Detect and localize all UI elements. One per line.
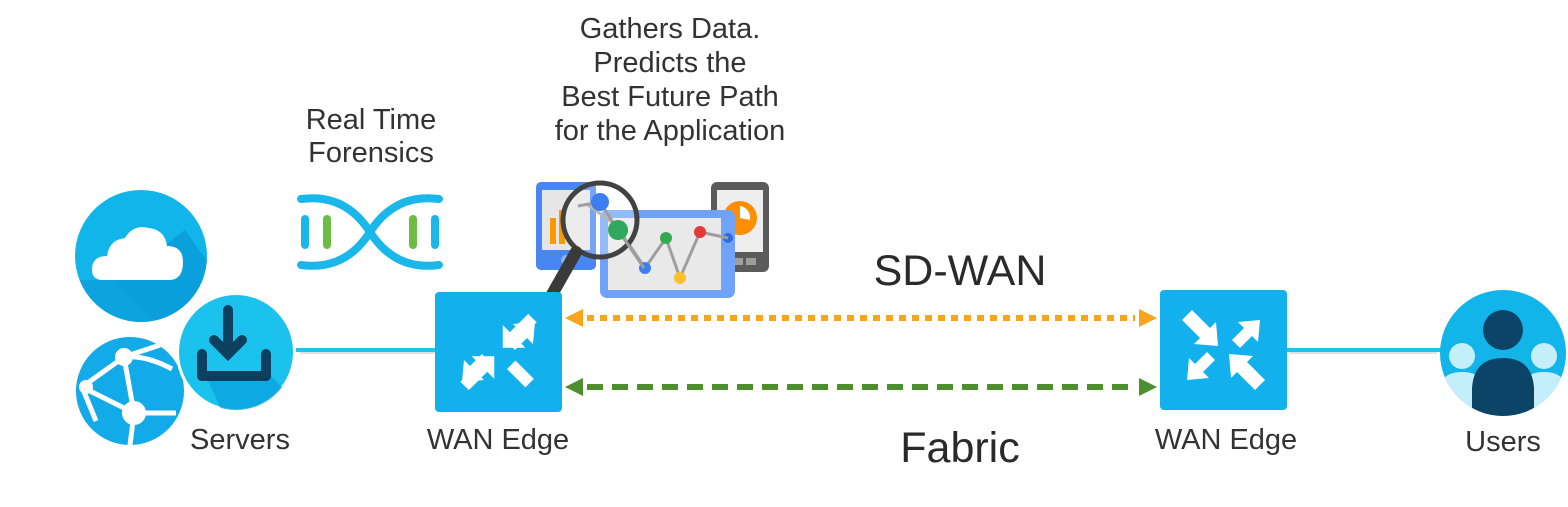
sdwan-label: SD-WAN: [873, 247, 1047, 295]
fabric-link[interactable]: [565, 375, 1157, 399]
fabric-arrow-left: [565, 378, 583, 396]
link-wan-edge-users: [1287, 348, 1442, 354]
analytics-line-1: Gathers Data.: [579, 13, 761, 45]
servers-label: Servers: [190, 424, 290, 456]
fabric-arrow-right: [1139, 378, 1157, 396]
link-servers-wan-edge: [296, 348, 438, 354]
forensics-label: Real Time Forensics: [276, 104, 466, 170]
forensics-line-1: Real Time: [305, 104, 437, 136]
analytics-dashboard-icon: [536, 180, 769, 304]
analytics-description: Gathers Data. Predicts the Best Future P…: [520, 12, 820, 148]
users-label: Users: [1465, 426, 1541, 458]
analytics-line-4: for the Application: [554, 115, 786, 147]
users-icon: [1440, 290, 1566, 416]
analytics-line-2: Predicts the: [593, 47, 747, 79]
sdwan-arrow-right: [1139, 309, 1157, 327]
analytics-line-3: Best Future Path: [561, 81, 779, 113]
wan-edge-right-label: WAN Edge: [1154, 424, 1298, 456]
wan-edge-router-icon-left[interactable]: [435, 292, 562, 412]
fabric-label: Fabric: [900, 424, 1020, 472]
dna-icon: [297, 194, 443, 270]
wan-edge-router-icon-right[interactable]: [1160, 290, 1287, 410]
download-server-icon: [176, 292, 296, 412]
wan-edge-left-label: WAN Edge: [426, 424, 570, 456]
sdwan-link[interactable]: [565, 306, 1157, 330]
cloud-icon: [75, 190, 207, 322]
forensics-line-2: Forensics: [308, 137, 434, 169]
sdwan-arrow-left: [565, 309, 583, 327]
network-globe-icon: [76, 337, 184, 446]
